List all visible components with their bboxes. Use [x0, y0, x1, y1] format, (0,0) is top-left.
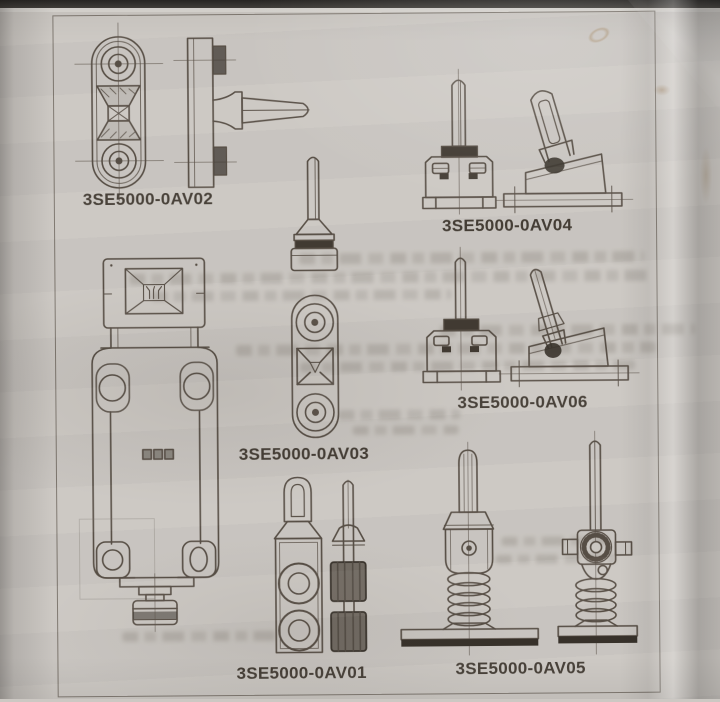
drawing-av02-roller-plate-side-view: [174, 37, 310, 187]
drawing-av04-rod-lever-tilted-view: [495, 86, 633, 213]
drawing-av06-slender-rod-front-view: [422, 247, 500, 391]
drawing-av03-roller-plunger: [292, 295, 339, 437]
drawing-av02-roller-plate-front-view: [74, 23, 163, 202]
part-number-av01: 3SE5000-0AV01: [236, 664, 366, 682]
drawing-av05-spring-rod-front-view: [400, 442, 539, 656]
drawing-av05-spring-rod-side-view: [557, 431, 638, 655]
part-number-av03: 3SE5000-0AV03: [239, 445, 369, 463]
drawing-limit-switch-housing: [77, 258, 219, 632]
part-number-av06: 3SE5000-0AV06: [457, 393, 587, 411]
part-number-av02: 3SE5000-0AV02: [83, 190, 213, 208]
drawing-av01-fork-roller-front-view: [274, 477, 322, 652]
part-number-av05: 3SE5000-0AV05: [455, 659, 585, 677]
drawing-av04-rod-lever-front-view: [422, 69, 496, 215]
drawing-av06-slender-rod-tilted-view: [498, 265, 639, 387]
part-number-av04: 3SE5000-0AV04: [442, 216, 572, 234]
drawing-av01-fork-roller-side-view: [330, 480, 366, 651]
drawing-av03-pin-plunger: [290, 157, 337, 270]
